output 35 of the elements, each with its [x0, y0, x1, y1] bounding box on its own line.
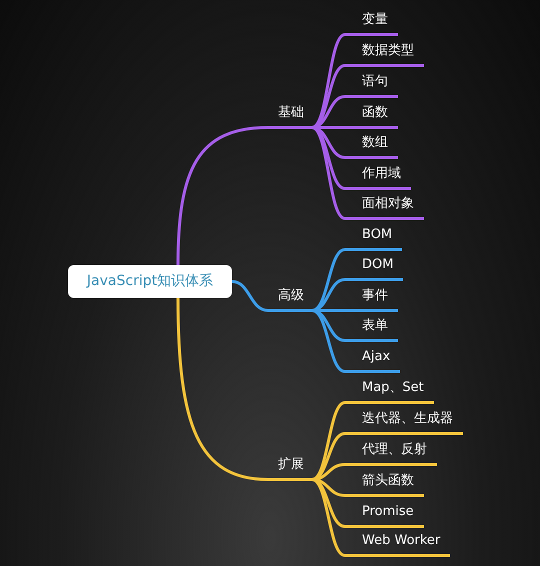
branch-connector: [176, 296, 270, 481]
leaf-topic: BOM: [345, 226, 402, 251]
branch-topic: 高级: [268, 287, 312, 312]
branch-topic: 扩展: [268, 456, 312, 481]
leaf-topic: Ajax: [345, 348, 400, 373]
branch-connector: [310, 33, 346, 129]
leaf-topic: 数组: [345, 134, 398, 159]
leaf-topic: Map、Set: [345, 379, 434, 404]
branch-connector: [310, 432, 346, 481]
leaf-topic: 事件: [345, 287, 398, 312]
branch-connector: [310, 126, 346, 190]
leaf-topic: 迭代器、生成器: [345, 410, 463, 435]
leaf-topic: 变量: [345, 11, 398, 36]
leaf-topic: 函数: [345, 104, 398, 129]
leaf-topic: Web Worker: [345, 532, 450, 557]
leaf-topic: 表单: [345, 317, 398, 342]
root-topic-box: JavaScript知识体系: [68, 265, 232, 298]
leaf-topic: Promise: [345, 503, 424, 528]
leaf-topic: 数据类型: [345, 42, 424, 67]
branch-connector: [310, 478, 346, 528]
branch-connector: [176, 126, 270, 266]
branch-connector: [310, 126, 346, 220]
leaf-topic: 作用域: [345, 165, 411, 190]
branch-connector: [310, 309, 346, 373]
branch-connector: [230, 280, 270, 312]
branch-connector: [310, 248, 346, 312]
branch-connector: [310, 64, 346, 129]
branch-topic: 基础: [268, 104, 312, 129]
leaf-topic: 面相对象: [345, 195, 424, 220]
leaf-topic: 代理、反射: [345, 441, 437, 466]
branch-connector: [310, 401, 346, 481]
branch-connector: [310, 478, 346, 557]
leaf-topic: 箭头函数: [345, 472, 424, 497]
leaf-topic: DOM: [345, 256, 404, 281]
leaf-topic: 语句: [345, 73, 398, 98]
